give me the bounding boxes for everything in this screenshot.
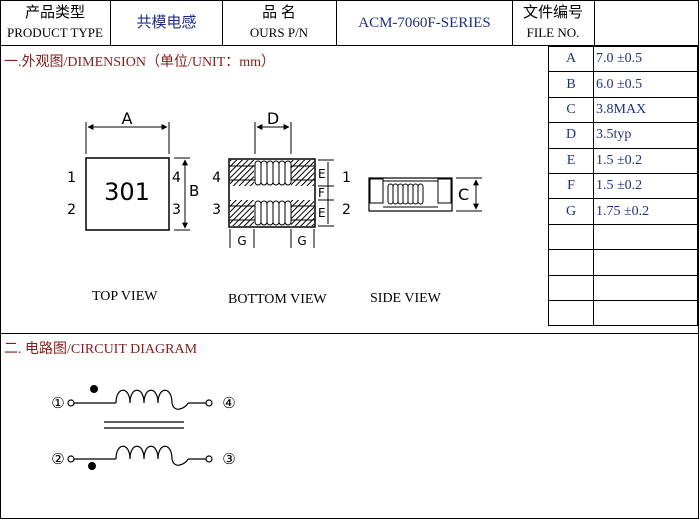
dimension-key: G [548, 198, 594, 225]
dimension-key: C [548, 96, 594, 124]
pad-1-left [230, 160, 254, 186]
side-view-caption: SIDE VIEW [370, 291, 441, 306]
top-view-caption: TOP VIEW [92, 289, 158, 304]
dim-b-label: B [189, 182, 199, 200]
dimension-section-title: 一.外观图/DIMENSION（单位/UNIT：mm） [4, 55, 276, 70]
terminal-1 [67, 399, 75, 407]
part-no-value: ACM-7060F-SERIES [358, 15, 491, 31]
dimension-value: 6.0 ±0.5 [593, 71, 698, 98]
side-pad-left [369, 178, 384, 204]
dimension-value: 1.5 ±0.2 [593, 172, 698, 200]
pad-1-right [291, 160, 314, 186]
dimension-key [548, 223, 594, 251]
top-view-drawing [85, 122, 190, 231]
coil-bottom [254, 200, 292, 226]
winding-top [115, 389, 189, 410]
dimension-value: 3.5typ [593, 122, 698, 149]
product-type-value: 共模电感 [136, 15, 197, 31]
pin-2-symbol: ② [51, 450, 64, 468]
top-pin-2-label: 2 [67, 202, 76, 218]
header-divider-3 [336, 0, 337, 45]
bottom-pin-2-label: 2 [342, 202, 351, 218]
pad-2-right [291, 200, 314, 226]
dimension-row [548, 249, 698, 276]
header-divider-2 [222, 0, 223, 45]
part-marking: 301 [104, 178, 150, 206]
polarity-dot-bottom [88, 462, 96, 470]
dim-a-label: A [122, 109, 133, 128]
bottom-view-caption: BOTTOM VIEW [228, 292, 327, 307]
circuit-section-title: 二. 电路图/CIRCUIT DIAGRAM [4, 342, 198, 357]
bottom-pin-1-label: 1 [342, 170, 351, 186]
dim-e-label-top: E [318, 167, 326, 181]
top-pin-1-label: 1 [67, 170, 76, 186]
pin-1-symbol: ① [51, 394, 64, 412]
dimension-key [548, 249, 594, 276]
header-top-rule [0, 0, 699, 1]
dim-g-label-left: G [237, 234, 246, 248]
part-no-en: OURS P/N [249, 25, 309, 40]
polarity-dot-top [90, 385, 98, 393]
terminal-4 [205, 399, 213, 407]
top-view-body [85, 157, 170, 231]
dimension-row [548, 274, 698, 301]
side-coil [387, 183, 424, 205]
winding-bottom [115, 445, 189, 466]
dimension-key [548, 299, 594, 327]
dimension-value [593, 274, 698, 301]
header-bottom-rule [0, 45, 699, 46]
pin-4-symbol: ④ [222, 394, 235, 412]
file-no-en: FILE NO. [526, 25, 580, 40]
dim-g-label-right: G [297, 234, 306, 248]
side-pad-right [437, 178, 452, 204]
dim-f-label: F [318, 186, 325, 200]
dimension-key: F [548, 172, 594, 200]
section-divider [0, 333, 699, 334]
dimension-value [593, 299, 698, 327]
part-no-cn: 品 名 [262, 5, 296, 21]
dimension-value: 3.8MAX [593, 96, 698, 124]
side-view-drawing [368, 177, 482, 212]
top-pin-4-label: 4 [172, 170, 181, 186]
header-divider-5 [594, 0, 595, 45]
dimension-value: 1.75 ±0.2 [593, 198, 698, 225]
dimension-row [548, 299, 698, 327]
bottom-view-drawing [228, 122, 334, 248]
bottom-pin-4-label: 4 [212, 170, 221, 186]
circuit-diagram [67, 389, 213, 466]
top-pin-3-label: 3 [172, 202, 181, 218]
coil-top [254, 160, 292, 186]
pad-2-left [230, 200, 254, 226]
sheet-left-rule [0, 0, 1, 519]
terminal-2 [67, 455, 75, 463]
dim-e-label-bottom: E [318, 206, 326, 220]
header-divider-1 [110, 0, 111, 45]
dim-d-label: D [267, 109, 279, 128]
dim-c-label: C [458, 185, 469, 204]
header-divider-4 [512, 0, 513, 45]
file-no-cn: 文件编号 [522, 5, 583, 21]
product-type-cn: 产品类型 [24, 5, 85, 21]
dimension-key [548, 274, 594, 301]
dimension-value: 1.5 ±0.2 [593, 147, 698, 174]
terminal-3 [205, 455, 213, 463]
product-type-en: PRODUCT TYPE [7, 25, 103, 40]
bottom-pin-3-label: 3 [212, 202, 221, 218]
pin-3-symbol: ③ [222, 450, 235, 468]
